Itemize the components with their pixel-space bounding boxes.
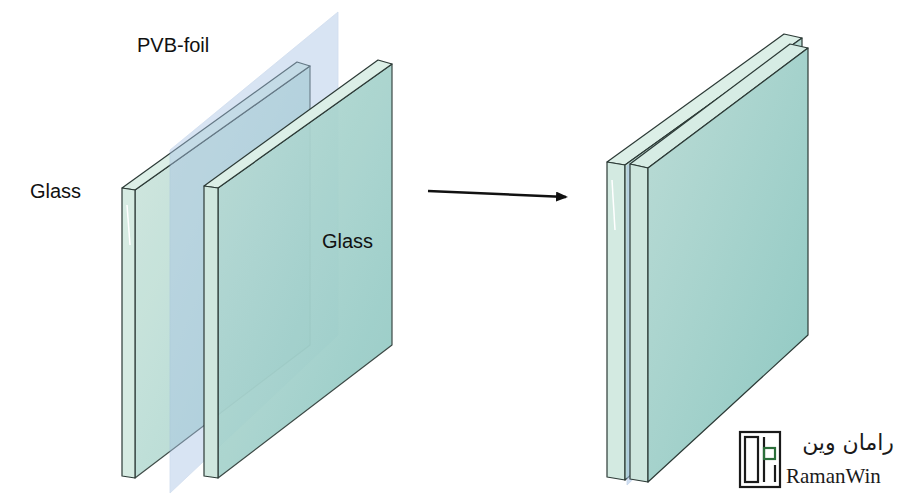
logo-icon <box>740 432 780 487</box>
part-label: PVB-foil <box>137 34 209 57</box>
process-arrow <box>428 191 566 197</box>
laminated-glass <box>607 34 808 485</box>
glass-pane <box>204 60 392 478</box>
part-label: Glass <box>30 180 81 203</box>
part-label: Glass <box>322 230 373 253</box>
brand-name: RamanWin <box>786 464 881 488</box>
brand-name: رامان وین <box>802 430 894 455</box>
